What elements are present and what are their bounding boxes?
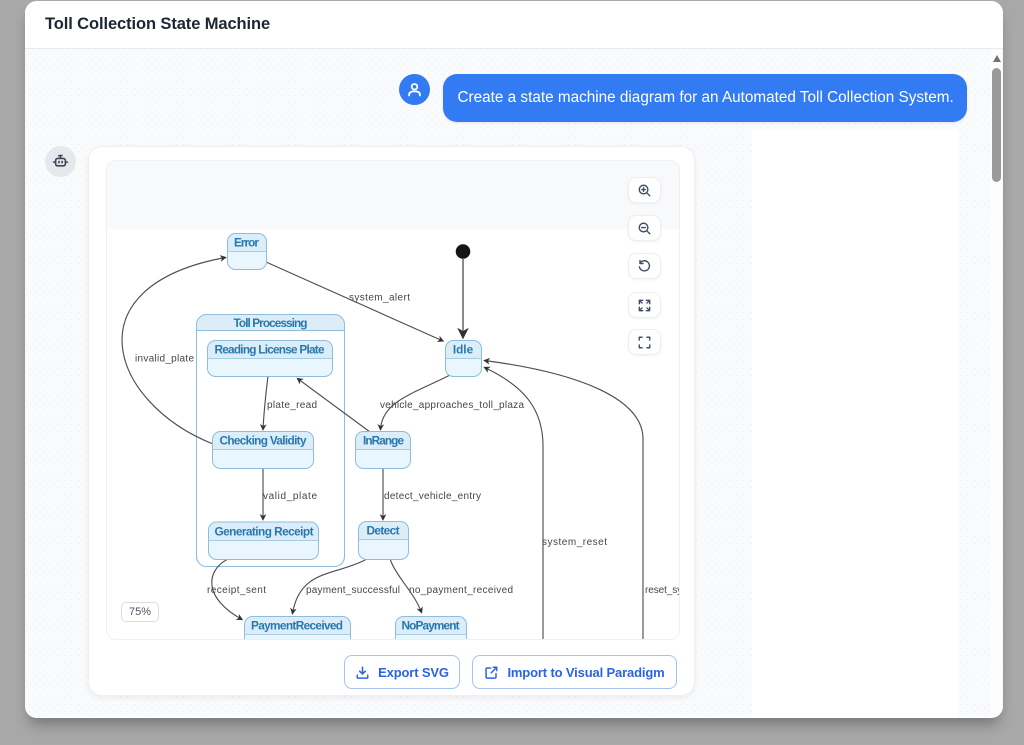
svg-text:plate_read: plate_read [267, 400, 317, 411]
svg-text:reset_sys: reset_sys [645, 585, 679, 596]
svg-text:receipt_sent: receipt_sent [207, 585, 266, 596]
svg-text:Error: Error [234, 236, 259, 250]
svg-text:InRange: InRange [363, 434, 404, 448]
svg-text:Idle: Idle [453, 343, 474, 357]
svg-text:NoPayment: NoPayment [402, 619, 460, 633]
svg-text:Detect: Detect [367, 524, 400, 538]
svg-text:no_payment_received: no_payment_received [409, 585, 513, 596]
svg-text:invalid_plate: invalid_plate [135, 354, 194, 365]
svg-text:vehicle_approaches_toll_plaza: vehicle_approaches_toll_plaza [380, 400, 524, 411]
svg-text:detect_vehicle_entry: detect_vehicle_entry [384, 491, 481, 502]
svg-text:Toll Processing: Toll Processing [234, 316, 308, 330]
svg-text:Reading License Plate: Reading License Plate [215, 343, 325, 357]
svg-text:payment_successful: payment_successful [306, 585, 400, 596]
svg-text:Generating Receipt: Generating Receipt [215, 525, 314, 539]
svg-text:PaymentReceived: PaymentReceived [251, 619, 343, 633]
svg-text:system_reset: system_reset [542, 537, 607, 548]
svg-text:system_alert: system_alert [349, 293, 410, 304]
svg-text:valid_plate: valid_plate [263, 491, 317, 502]
svg-text:Checking Validity: Checking Validity [220, 434, 307, 448]
